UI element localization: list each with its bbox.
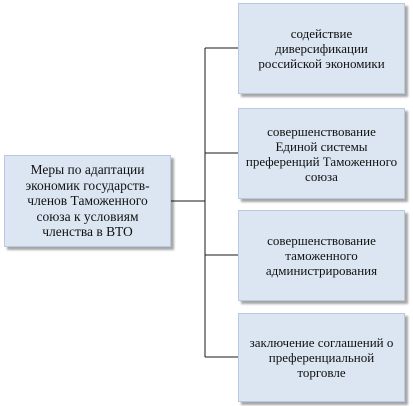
child-node-label: заключение соглашений о преференциальной… bbox=[249, 335, 394, 380]
child-node-preferential-agreements: заключение соглашений о преференциальной… bbox=[238, 313, 405, 402]
child-node-label: совершенствование Единой системы префере… bbox=[245, 123, 398, 184]
child-node-diversification: содействие диверсификации российской эко… bbox=[238, 3, 405, 94]
child-node-preferences-system: совершенствование Единой системы префере… bbox=[238, 108, 405, 199]
root-node-label: Меры по адаптации экономик государств-чл… bbox=[25, 162, 150, 240]
child-node-label: совершенствование таможенного администри… bbox=[265, 233, 378, 278]
root-node: Меры по адаптации экономик государств-чл… bbox=[4, 155, 171, 247]
child-node-customs-administration: совершенствование таможенного администри… bbox=[238, 210, 405, 301]
child-node-label: содействие диверсификации российской эко… bbox=[258, 26, 385, 71]
